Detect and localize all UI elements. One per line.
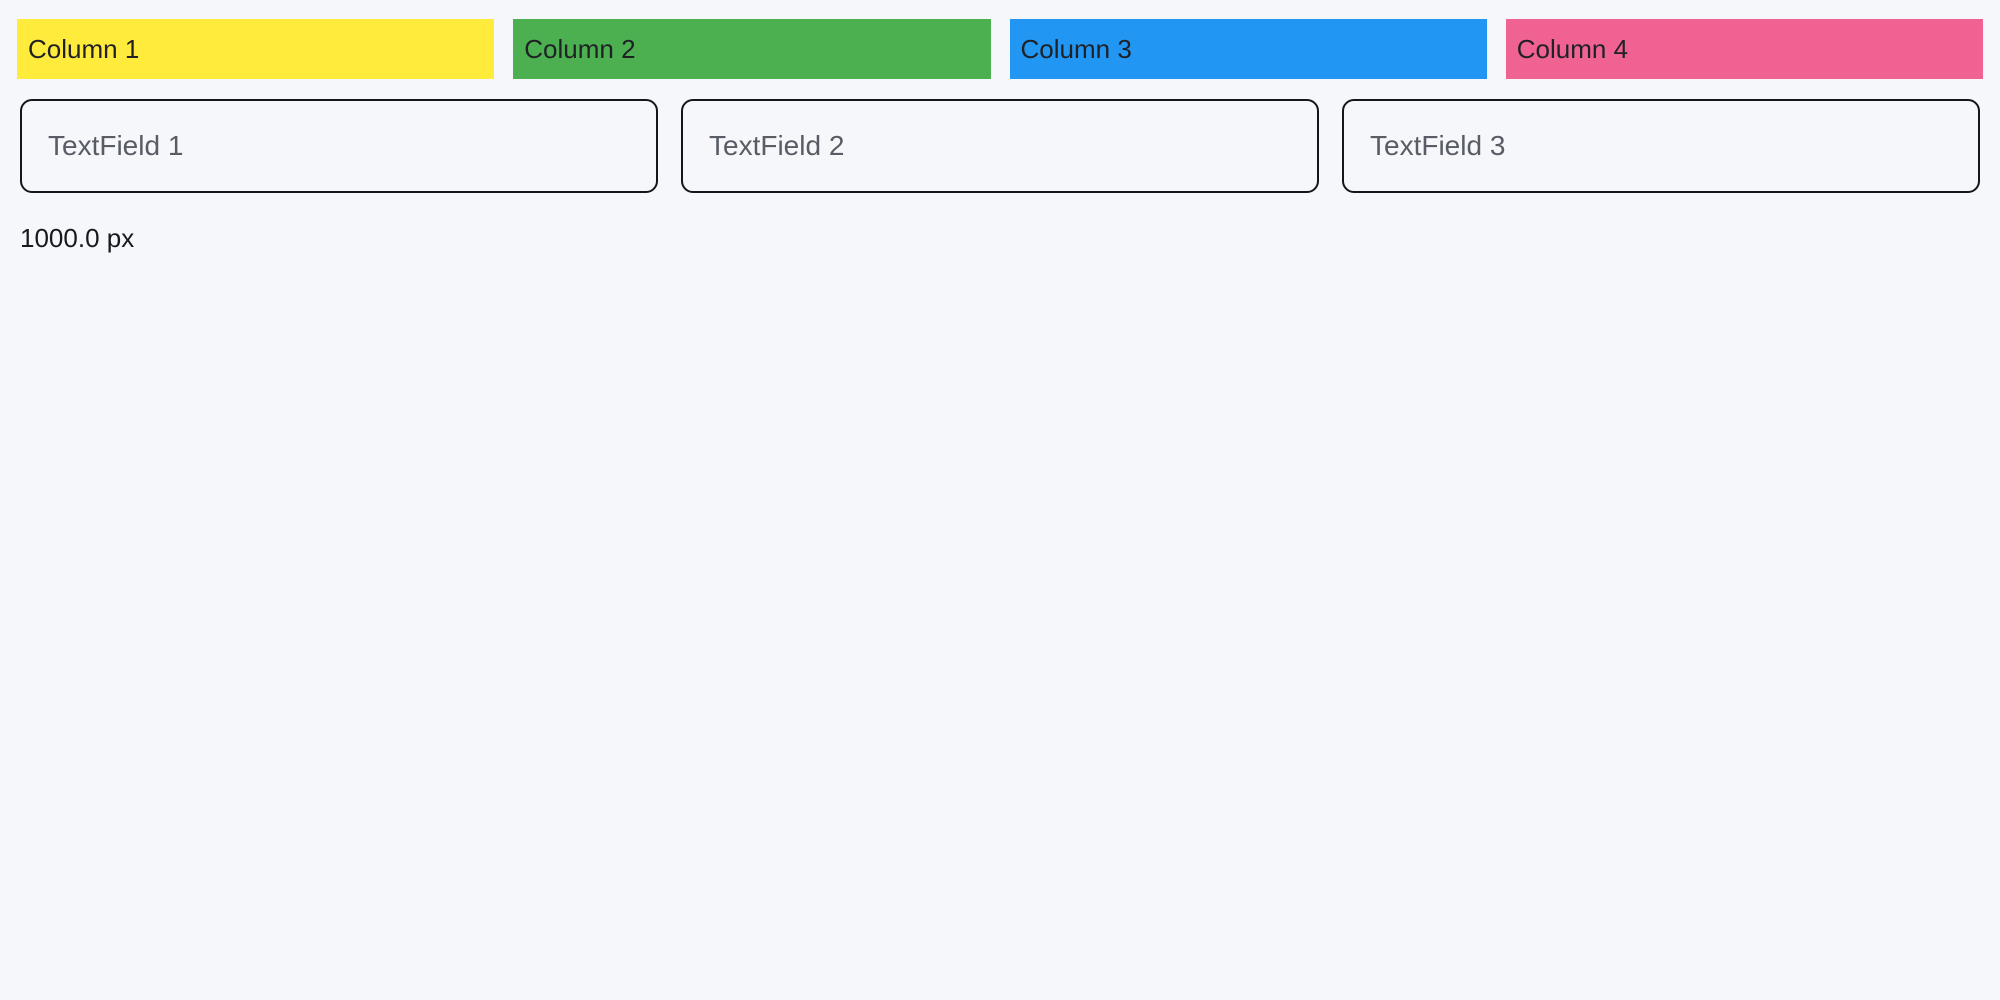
column-2-bar: Column 2 — [513, 19, 991, 79]
column-3-label: Column 3 — [1020, 33, 1132, 64]
column-1-label: Column 1 — [28, 33, 140, 64]
columns-row: Column 1 Column 2 Column 3 Column 4 — [0, 0, 2000, 79]
textfield-3[interactable] — [1342, 99, 1980, 193]
column-3-bar: Column 3 — [1009, 19, 1487, 79]
width-readout: 1000.0 px — [20, 223, 135, 253]
textfields-row — [0, 79, 2000, 193]
textfield-2[interactable] — [681, 99, 1319, 193]
textfield-1[interactable] — [20, 99, 658, 193]
column-4-label: Column 4 — [1516, 33, 1629, 64]
column-1-bar: Column 1 — [17, 19, 495, 79]
column-4-bar: Column 4 — [1505, 19, 1983, 79]
column-2-label: Column 2 — [524, 33, 636, 64]
